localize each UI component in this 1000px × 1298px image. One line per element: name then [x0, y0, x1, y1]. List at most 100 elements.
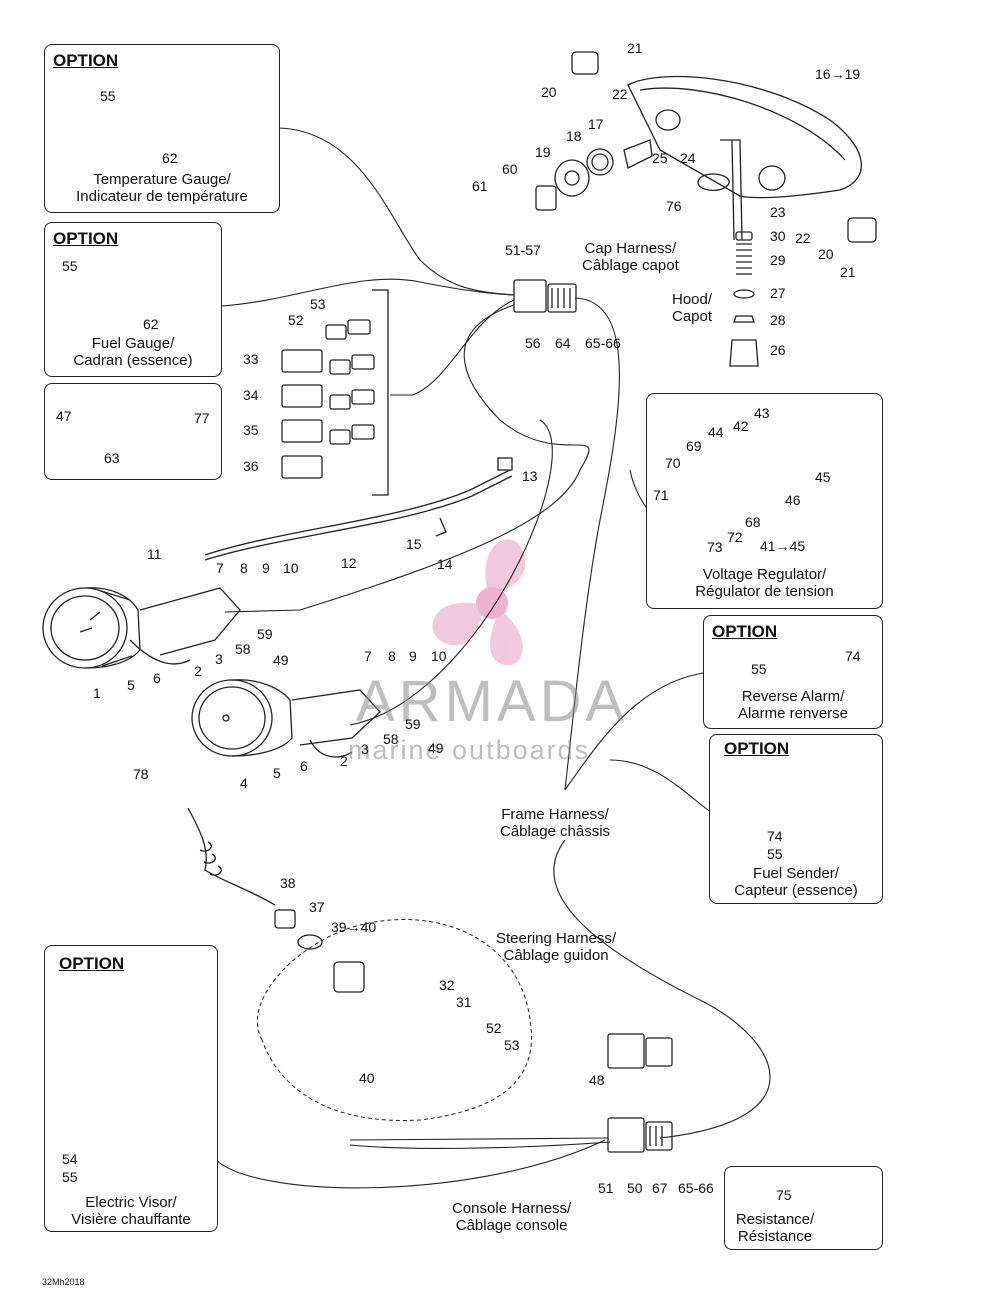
part-number: 52 — [288, 312, 304, 328]
part-number: 74 — [845, 648, 861, 664]
part-number: 67 — [652, 1180, 668, 1196]
part-number: 8 — [240, 560, 248, 576]
part-number: 11 — [147, 546, 162, 562]
part-number: 13 — [522, 468, 538, 484]
part-number: 3 — [215, 651, 223, 667]
part-number: 72 — [727, 529, 743, 545]
part-number: 31 — [456, 994, 472, 1010]
voltage-regulator-box: Voltage Regulator/Régulator de tension — [646, 393, 883, 609]
part-number: 15 — [406, 536, 422, 552]
part-number: 55 — [62, 1169, 78, 1185]
part-number: 45 — [815, 469, 831, 485]
part-number: 42 — [733, 418, 749, 434]
part-number: 47 — [56, 408, 72, 424]
part-number: 48 — [589, 1072, 605, 1088]
part-number: 70 — [665, 455, 681, 471]
part-number: 7 — [364, 648, 372, 664]
part-number: 54 — [62, 1151, 78, 1167]
temperature-gauge-option-box: OPTION Temperature Gauge/Indicateur de t… — [44, 44, 280, 213]
part-number: 43 — [754, 405, 770, 421]
part-number: 14 — [437, 556, 453, 572]
part-number: 5 — [127, 677, 135, 693]
steering-harness-connector — [607, 1033, 673, 1069]
part-number: 33 — [243, 351, 259, 367]
part-number: 22 — [612, 86, 628, 102]
part-number: 65-66 — [678, 1180, 714, 1196]
electric-visor-option-box: OPTION Electric Visor/Visière chauffante — [44, 945, 218, 1232]
hood-label: Hood/Capot — [672, 291, 713, 325]
part-number: 35 — [243, 422, 259, 438]
armada-watermark-brand: ARMADA — [356, 669, 629, 734]
part-number: 36 — [243, 458, 259, 474]
part-number: 78 — [133, 766, 149, 782]
part-number: 52 — [486, 1020, 502, 1036]
console-harness-label: Console Harness/Câblage console — [452, 1200, 572, 1234]
hood-mount-stack — [729, 231, 759, 367]
part-number: 73 — [707, 539, 723, 555]
fuel-sender-option-box: OPTION Fuel Sender/Capteur (essence) — [709, 734, 883, 904]
part-number: 68 — [745, 514, 761, 530]
part-number: 64 — [555, 335, 571, 351]
fuel-sender-label: Fuel Sender/Capteur (essence) — [734, 865, 858, 899]
part-number: 55 — [767, 846, 783, 862]
armada-logo-propeller — [432, 539, 526, 666]
part-number: 3 — [361, 741, 369, 757]
part-number: 5 — [273, 765, 281, 781]
part-number: 44 — [708, 424, 724, 440]
part-number: 53 — [504, 1037, 520, 1053]
part-number: 8 — [388, 648, 396, 664]
part-number: 58 — [235, 641, 251, 657]
resistance-label: Resistance/Résistance — [735, 1211, 815, 1245]
part-number: 61 — [472, 178, 488, 194]
part-number: 55 — [62, 258, 78, 274]
fasteners-box — [44, 383, 222, 480]
part-number: 1 — [93, 685, 101, 701]
part-number: 60 — [502, 161, 518, 177]
part-number: 46 — [785, 492, 801, 508]
part-number: 6 — [300, 758, 308, 774]
gauge-2-illustration — [191, 679, 381, 758]
connector-set-illustration — [281, 289, 389, 496]
part-number: 58 — [383, 731, 399, 747]
part-number: 59 — [405, 716, 421, 732]
part-number: 16→19 — [815, 66, 861, 82]
part-number: 20 — [541, 84, 557, 100]
part-number: 53 — [310, 296, 326, 312]
part-number: 55 — [100, 88, 116, 104]
headlamp-housing-illustration — [627, 75, 863, 241]
part-number: 34 — [243, 387, 259, 403]
part-number: 77 — [194, 410, 210, 426]
part-number: 62 — [143, 316, 159, 332]
drawing-reference-code: 32Mh2018 — [42, 1277, 85, 1287]
part-number: 32 — [439, 977, 455, 993]
part-number: 49 — [273, 652, 289, 668]
part-number: 10 — [431, 648, 447, 664]
electric-visor-label: Electric Visor/Visière chauffante — [71, 1194, 191, 1228]
part-number: 26 — [770, 342, 786, 358]
console-harness-connector — [607, 1117, 673, 1153]
part-number: 71 — [653, 487, 669, 503]
harness-cable-12 — [204, 457, 513, 561]
part-number: 21 — [840, 264, 856, 280]
part-number: 37 — [309, 899, 325, 915]
part-number: 65-66 — [585, 335, 621, 351]
headlamp-bulb-parts — [535, 51, 877, 243]
resistance-box: Resistance/Résistance — [724, 1166, 883, 1250]
part-number: 55 — [751, 661, 767, 677]
part-number: 63 — [104, 450, 120, 466]
part-number: 59 — [257, 626, 273, 642]
part-number: 56 — [525, 335, 541, 351]
option-heading: OPTION — [724, 739, 790, 758]
part-number: 21 — [627, 40, 643, 56]
reverse-alarm-option-box: OPTION Reverse Alarm/Alarme renverse — [703, 615, 883, 729]
key-cord-illustration — [187, 807, 365, 993]
part-number: 19 — [535, 144, 551, 160]
voltage-regulator-label: Voltage Regulator/Régulator de tension — [695, 566, 834, 600]
reverse-alarm-label: Reverse Alarm/Alarme renverse — [737, 688, 849, 722]
part-number: 39→40 — [331, 919, 377, 935]
cap-harness-connector — [513, 279, 577, 313]
option-heading: OPTION — [59, 954, 125, 973]
gauge-1-illustration — [42, 587, 241, 669]
part-number: 9 — [262, 560, 270, 576]
part-number: 28 — [770, 312, 786, 328]
